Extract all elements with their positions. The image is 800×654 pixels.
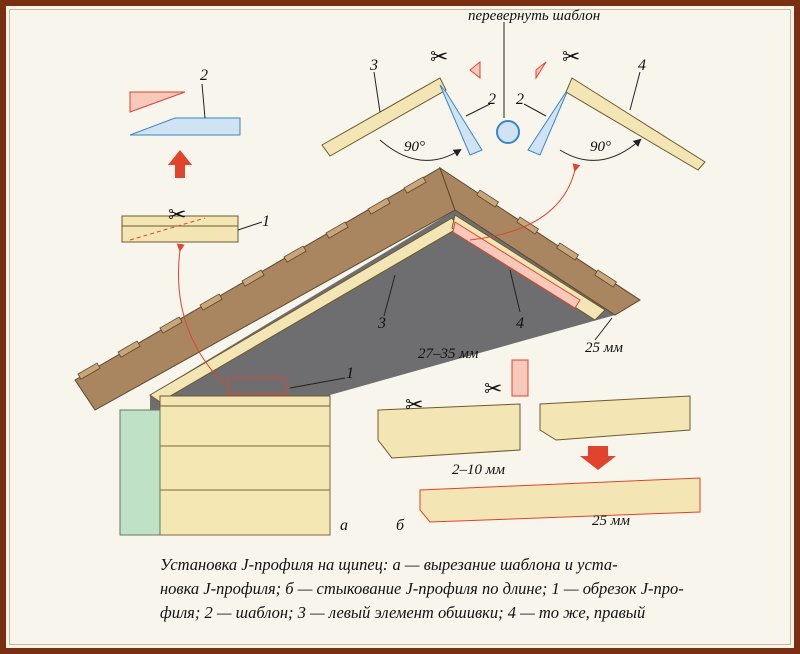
joint-panel: ✂ ✂	[377, 359, 701, 523]
label-flip-template: перевернуть шаблон	[468, 8, 600, 24]
scissors-icon-b1: ✂	[405, 392, 423, 417]
small-cut-right	[535, 61, 547, 80]
scissors-icon-right: ✂	[562, 44, 580, 69]
template-flip: ✂ ✂	[321, 22, 706, 241]
label-dim-25-roof: 25 мм	[585, 340, 623, 356]
label-num-1-top: 1	[262, 213, 270, 230]
caption-line-3: филя; 2 — шаблон; 3 — левый элемент обши…	[160, 603, 646, 622]
angle-arc-right	[559, 138, 642, 161]
label-dim-27-35: 27–35 мм	[418, 346, 479, 362]
scissors-icon-left: ✂	[430, 44, 448, 69]
cut-detail	[511, 359, 529, 397]
offcut-1-installed	[159, 395, 331, 407]
offcut-1-profile	[121, 215, 239, 243]
flip-icon	[496, 120, 520, 144]
label-num-2-top: 2	[200, 67, 208, 84]
label-panel-a: а	[340, 517, 348, 534]
small-cut-left	[469, 60, 481, 80]
template-cutting: ✂	[121, 91, 241, 243]
caption-line-2: новка J-профиля; б — стыкование J-профил…	[160, 579, 684, 598]
roof-shingles	[77, 176, 618, 380]
left-template-2	[439, 84, 483, 156]
template-red-part	[129, 91, 186, 113]
corner-post	[119, 409, 161, 536]
angle-arc-left	[379, 139, 462, 161]
cut-up-arrow	[168, 150, 192, 178]
siding-wall	[159, 399, 331, 536]
caption-line-1: Установка J-профиля на щипец: а — выреза…	[160, 555, 618, 574]
j-profile-left-b	[377, 403, 521, 459]
gable-scene	[74, 166, 641, 536]
j-profile-right-b	[539, 395, 691, 441]
label-num-3-top: 3	[369, 57, 378, 74]
label-angle-right: 90°	[590, 139, 611, 155]
link-arrow-to-roof	[469, 163, 581, 241]
label-num-4-top: 4	[638, 57, 646, 74]
label-num-3-main: 3	[377, 315, 386, 332]
right-template-red	[452, 221, 581, 309]
label-num-1-main: 1	[346, 365, 354, 382]
left-element-3	[321, 77, 447, 157]
label-num-4-main: 4	[516, 315, 524, 332]
label-num-2-left: 2	[488, 91, 496, 108]
template-2-blue	[129, 117, 241, 136]
right-element-4	[565, 77, 706, 171]
down-arrow-b	[580, 446, 616, 470]
joined-profile	[419, 477, 701, 523]
frame-border	[9, 9, 791, 645]
scissors-icon: ✂	[168, 202, 186, 227]
label-angle-left: 90°	[404, 139, 425, 155]
label-dim-2-10: 2–10 мм	[452, 462, 505, 478]
label-panel-b: б	[396, 517, 405, 534]
scissors-icon-b2: ✂	[484, 376, 502, 401]
red-link-arrow-left	[176, 243, 226, 386]
label-dim-25-joint: 25 мм	[592, 513, 630, 529]
leader-lines	[201, 71, 641, 389]
figure-caption: Установка J-профиля на щипец: а — выреза…	[160, 553, 720, 625]
label-num-2-right: 2	[516, 91, 524, 108]
red-offcut-outline	[227, 377, 287, 395]
right-template-2	[527, 84, 571, 156]
